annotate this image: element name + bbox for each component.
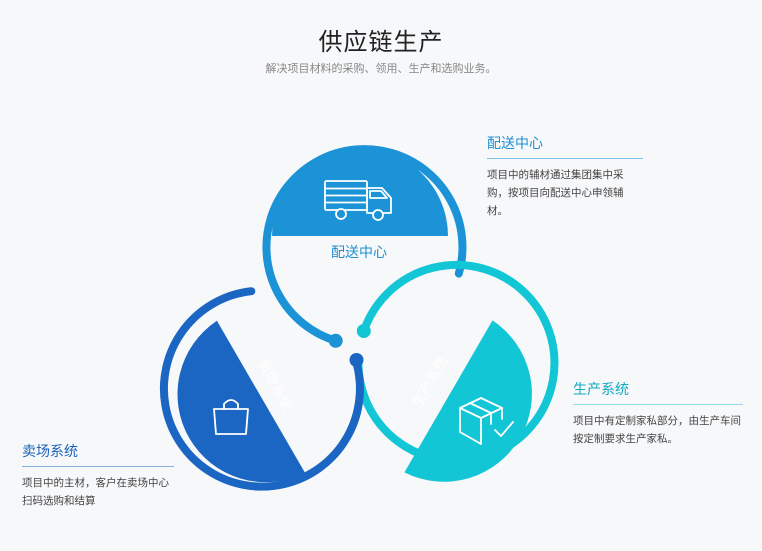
panel-description: 项目中的主材，客户在卖场中心扫码选购和结算 — [22, 477, 169, 507]
peisong-segment-label: 配送中心 — [331, 244, 387, 260]
delivery-truck-icon — [324, 180, 392, 221]
shengchan-ring-dot — [356, 324, 371, 338]
panel-title: 卖场系统 — [22, 443, 78, 459]
peisong-segment[interactable] — [272, 148, 448, 236]
maichang-segment[interactable] — [177, 320, 305, 483]
shopping-bag-icon — [213, 399, 249, 435]
panel-title: 配送中心 — [487, 135, 543, 151]
peisong-ring-dot — [328, 333, 343, 348]
maichang-ring-dot — [349, 353, 364, 367]
panel-divider — [22, 466, 174, 467]
panel-divider — [573, 404, 743, 405]
panel-description: 项目中有定制家私部分，由生产车间按定制要求生产家私。 — [573, 415, 741, 445]
page-title: 供应链生产 — [318, 29, 444, 56]
shengchan-segment[interactable] — [404, 320, 532, 482]
panel-description: 项目中的辅材通过集团集中采购，按项目向配送中心申领辅材。 — [487, 169, 624, 217]
shengchan-info-panel: 生产系统 项目中有定制家私部分，由生产车间按定制要求生产家私。 — [573, 379, 743, 448]
package-check-icon — [459, 397, 514, 445]
maichang-ring — [159, 287, 364, 491]
page-subtitle: 解决项目材料的采购、领用、生产和选购业务。 — [265, 63, 497, 75]
shengchan-segment-label: 生产系统 — [409, 353, 451, 409]
shengchan-ring — [354, 260, 559, 465]
maichang-info-panel: 卖场系统 项目中的主材，客户在卖场中心扫码选购和结算 — [22, 441, 174, 510]
peisong-info-panel: 配送中心 项目中的辅材通过集团集中采购，按项目向配送中心申领辅材。 — [487, 133, 643, 220]
panel-divider — [487, 158, 643, 159]
panel-title: 生产系统 — [573, 381, 629, 397]
